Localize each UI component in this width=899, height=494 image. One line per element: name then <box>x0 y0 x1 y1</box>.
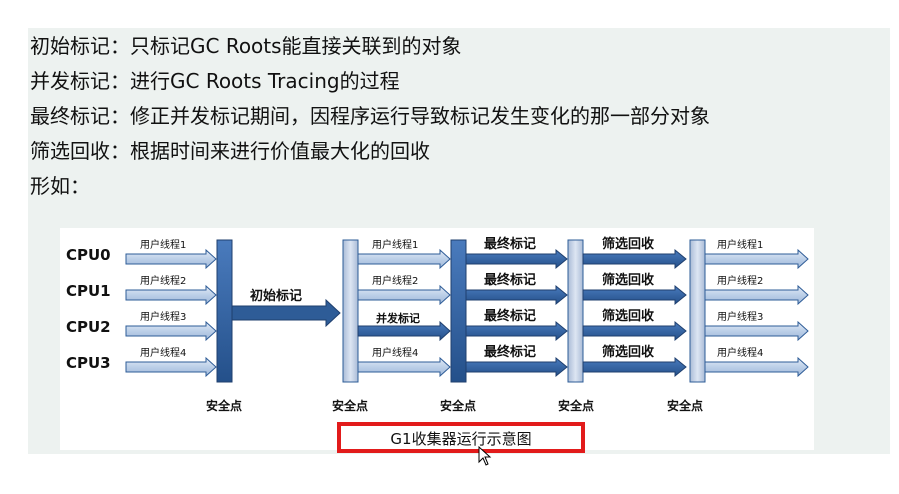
cpu-label: CPU3 <box>66 354 111 372</box>
text-line-cleanup: 筛选回收：根据时间来进行价值最大化的回收 <box>30 139 430 163</box>
concurrent-mark-label: 并发标记 <box>376 311 420 325</box>
user-thread-arrow <box>125 356 217 378</box>
user-thread-label: 用户线程3 <box>140 310 186 323</box>
cleanup-label: 筛选回收 <box>602 236 655 252</box>
user-thread-arrow <box>357 356 451 378</box>
g1-diagram: CPU0 CPU1 CPU2 CPU3 用户线程1 用户线程2 用户线程3 用户… <box>60 228 814 450</box>
cpu-label: CPU0 <box>66 246 111 264</box>
final-mark-label: 最终标记 <box>484 236 536 252</box>
safepoint-label: 安全点 <box>332 398 368 413</box>
cleanup-label: 筛选回收 <box>602 272 655 288</box>
user-thread-arrow <box>125 248 217 270</box>
cleanup-arrow <box>582 284 687 306</box>
initial-mark-label: 初始标记 <box>250 288 302 304</box>
text-line-initial-mark: 初始标记：只标记GC Roots能直接关联到的对象 <box>30 34 462 58</box>
final-mark-label: 最终标记 <box>484 344 536 360</box>
final-mark-arrow <box>465 356 568 378</box>
mouse-cursor-icon <box>478 446 492 466</box>
user-thread-arrow <box>357 284 451 306</box>
caption-highlight-box: G1收集器运行示意图 <box>337 422 585 453</box>
user-thread-label: 用户线程4 <box>372 346 418 359</box>
safepoint-bar <box>567 239 584 383</box>
cleanup-arrow <box>582 248 687 270</box>
final-mark-arrow <box>465 248 568 270</box>
user-thread-label: 用户线程4 <box>717 346 763 359</box>
final-mark-label: 最终标记 <box>484 272 536 288</box>
user-thread-arrow <box>704 248 809 270</box>
cleanup-arrow <box>582 320 687 342</box>
final-mark-arrow <box>465 284 568 306</box>
cleanup-label: 筛选回收 <box>602 344 655 360</box>
user-thread-label: 用户线程1 <box>372 238 418 251</box>
user-thread-label: 用户线程2 <box>372 274 418 287</box>
final-mark-arrow <box>465 320 568 342</box>
cpu-label: CPU1 <box>66 282 111 300</box>
user-thread-arrow <box>704 356 809 378</box>
safepoint-bar <box>216 239 233 383</box>
initial-mark-arrow <box>231 298 341 328</box>
text-line-concurrent-mark: 并发标记：进行GC Roots Tracing的过程 <box>30 69 400 93</box>
safepoint-label: 安全点 <box>440 398 476 413</box>
user-thread-arrow <box>357 248 451 270</box>
user-thread-arrow <box>704 320 809 342</box>
user-thread-arrow <box>125 320 217 342</box>
safepoint-bar <box>450 239 467 383</box>
cleanup-label: 筛选回收 <box>602 308 655 324</box>
diagram-caption: G1收集器运行示意图 <box>390 430 532 448</box>
user-thread-label: 用户线程1 <box>717 238 763 251</box>
cpu-label: CPU2 <box>66 318 111 336</box>
user-thread-arrow <box>125 284 217 306</box>
cleanup-arrow <box>582 356 687 378</box>
user-thread-label: 用户线程2 <box>717 274 763 287</box>
safepoint-label: 安全点 <box>558 398 594 413</box>
final-mark-label: 最终标记 <box>484 308 536 324</box>
text-line-shape-like: 形如： <box>30 174 90 198</box>
user-thread-label: 用户线程2 <box>140 274 186 287</box>
safepoint-label: 安全点 <box>667 398 703 413</box>
concurrent-mark-arrow <box>357 320 451 342</box>
safepoint-label: 安全点 <box>206 398 242 413</box>
user-thread-arrow <box>704 284 809 306</box>
user-thread-label: 用户线程3 <box>717 310 763 323</box>
user-thread-label: 用户线程1 <box>140 238 186 251</box>
user-thread-label: 用户线程4 <box>140 346 186 359</box>
safepoint-bar <box>342 239 359 383</box>
safepoint-bar <box>689 239 706 383</box>
text-line-final-mark: 最终标记：修正并发标记期间，因程序运行导致标记发生变化的那一部分对象 <box>30 104 710 128</box>
